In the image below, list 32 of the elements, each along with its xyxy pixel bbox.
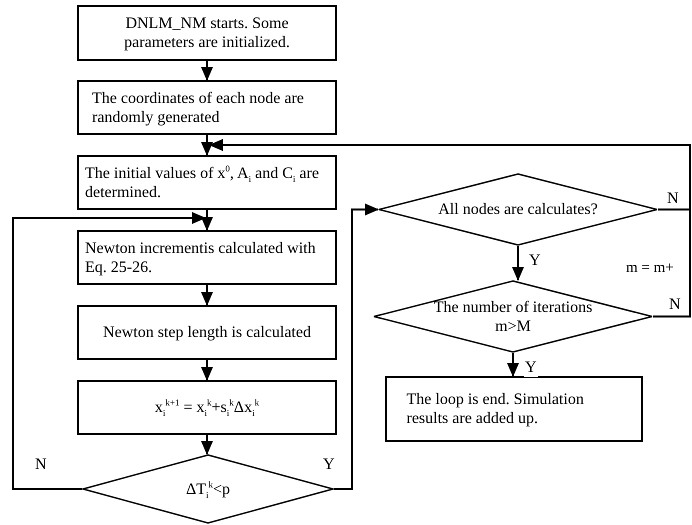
process-box — [385, 376, 643, 442]
step-text: The coordinates of each node are randomly generated — [91, 88, 305, 126]
arrow — [201, 285, 213, 306]
step-text: The number of iterations m>M — [432, 298, 594, 336]
arrow — [512, 246, 524, 281]
step-text: Newton step length is calculated — [102, 323, 312, 342]
arrow — [201, 61, 213, 81]
arrow — [334, 204, 379, 490]
process-box — [77, 80, 337, 135]
arrow — [12, 212, 206, 490]
arrow — [201, 360, 213, 381]
arrow — [201, 135, 213, 156]
step-text: All nodes are calculates? — [437, 200, 599, 219]
decision-diamond — [82, 454, 334, 524]
process-box — [77, 5, 337, 61]
step-text: ΔT$_{i}$$^{k}$<p — [184, 480, 232, 498]
step-text: Newton incrementis calculated with Eq. 25-26. — [84, 238, 317, 276]
step-text: The initial values of x$^{0}$, A$_{i}$ and C$_{i}$ are determined. — [84, 164, 320, 202]
decision-diamond — [373, 280, 653, 353]
arrow — [201, 435, 213, 455]
step-text: The loop is end. Simulation results are added up. — [406, 390, 585, 428]
process-box — [77, 230, 337, 285]
step-text: DNLM_NM starts. Some parameters are initialized. — [123, 14, 291, 52]
process-box — [77, 305, 337, 360]
arrow — [507, 353, 519, 377]
decision-diamond — [378, 173, 658, 246]
note-text: m = m+ — [626, 259, 674, 277]
arrow — [201, 210, 213, 231]
edge-label: Y — [524, 359, 538, 377]
arrow — [209, 139, 691, 318]
process-box — [77, 380, 337, 435]
process-box — [77, 155, 337, 210]
